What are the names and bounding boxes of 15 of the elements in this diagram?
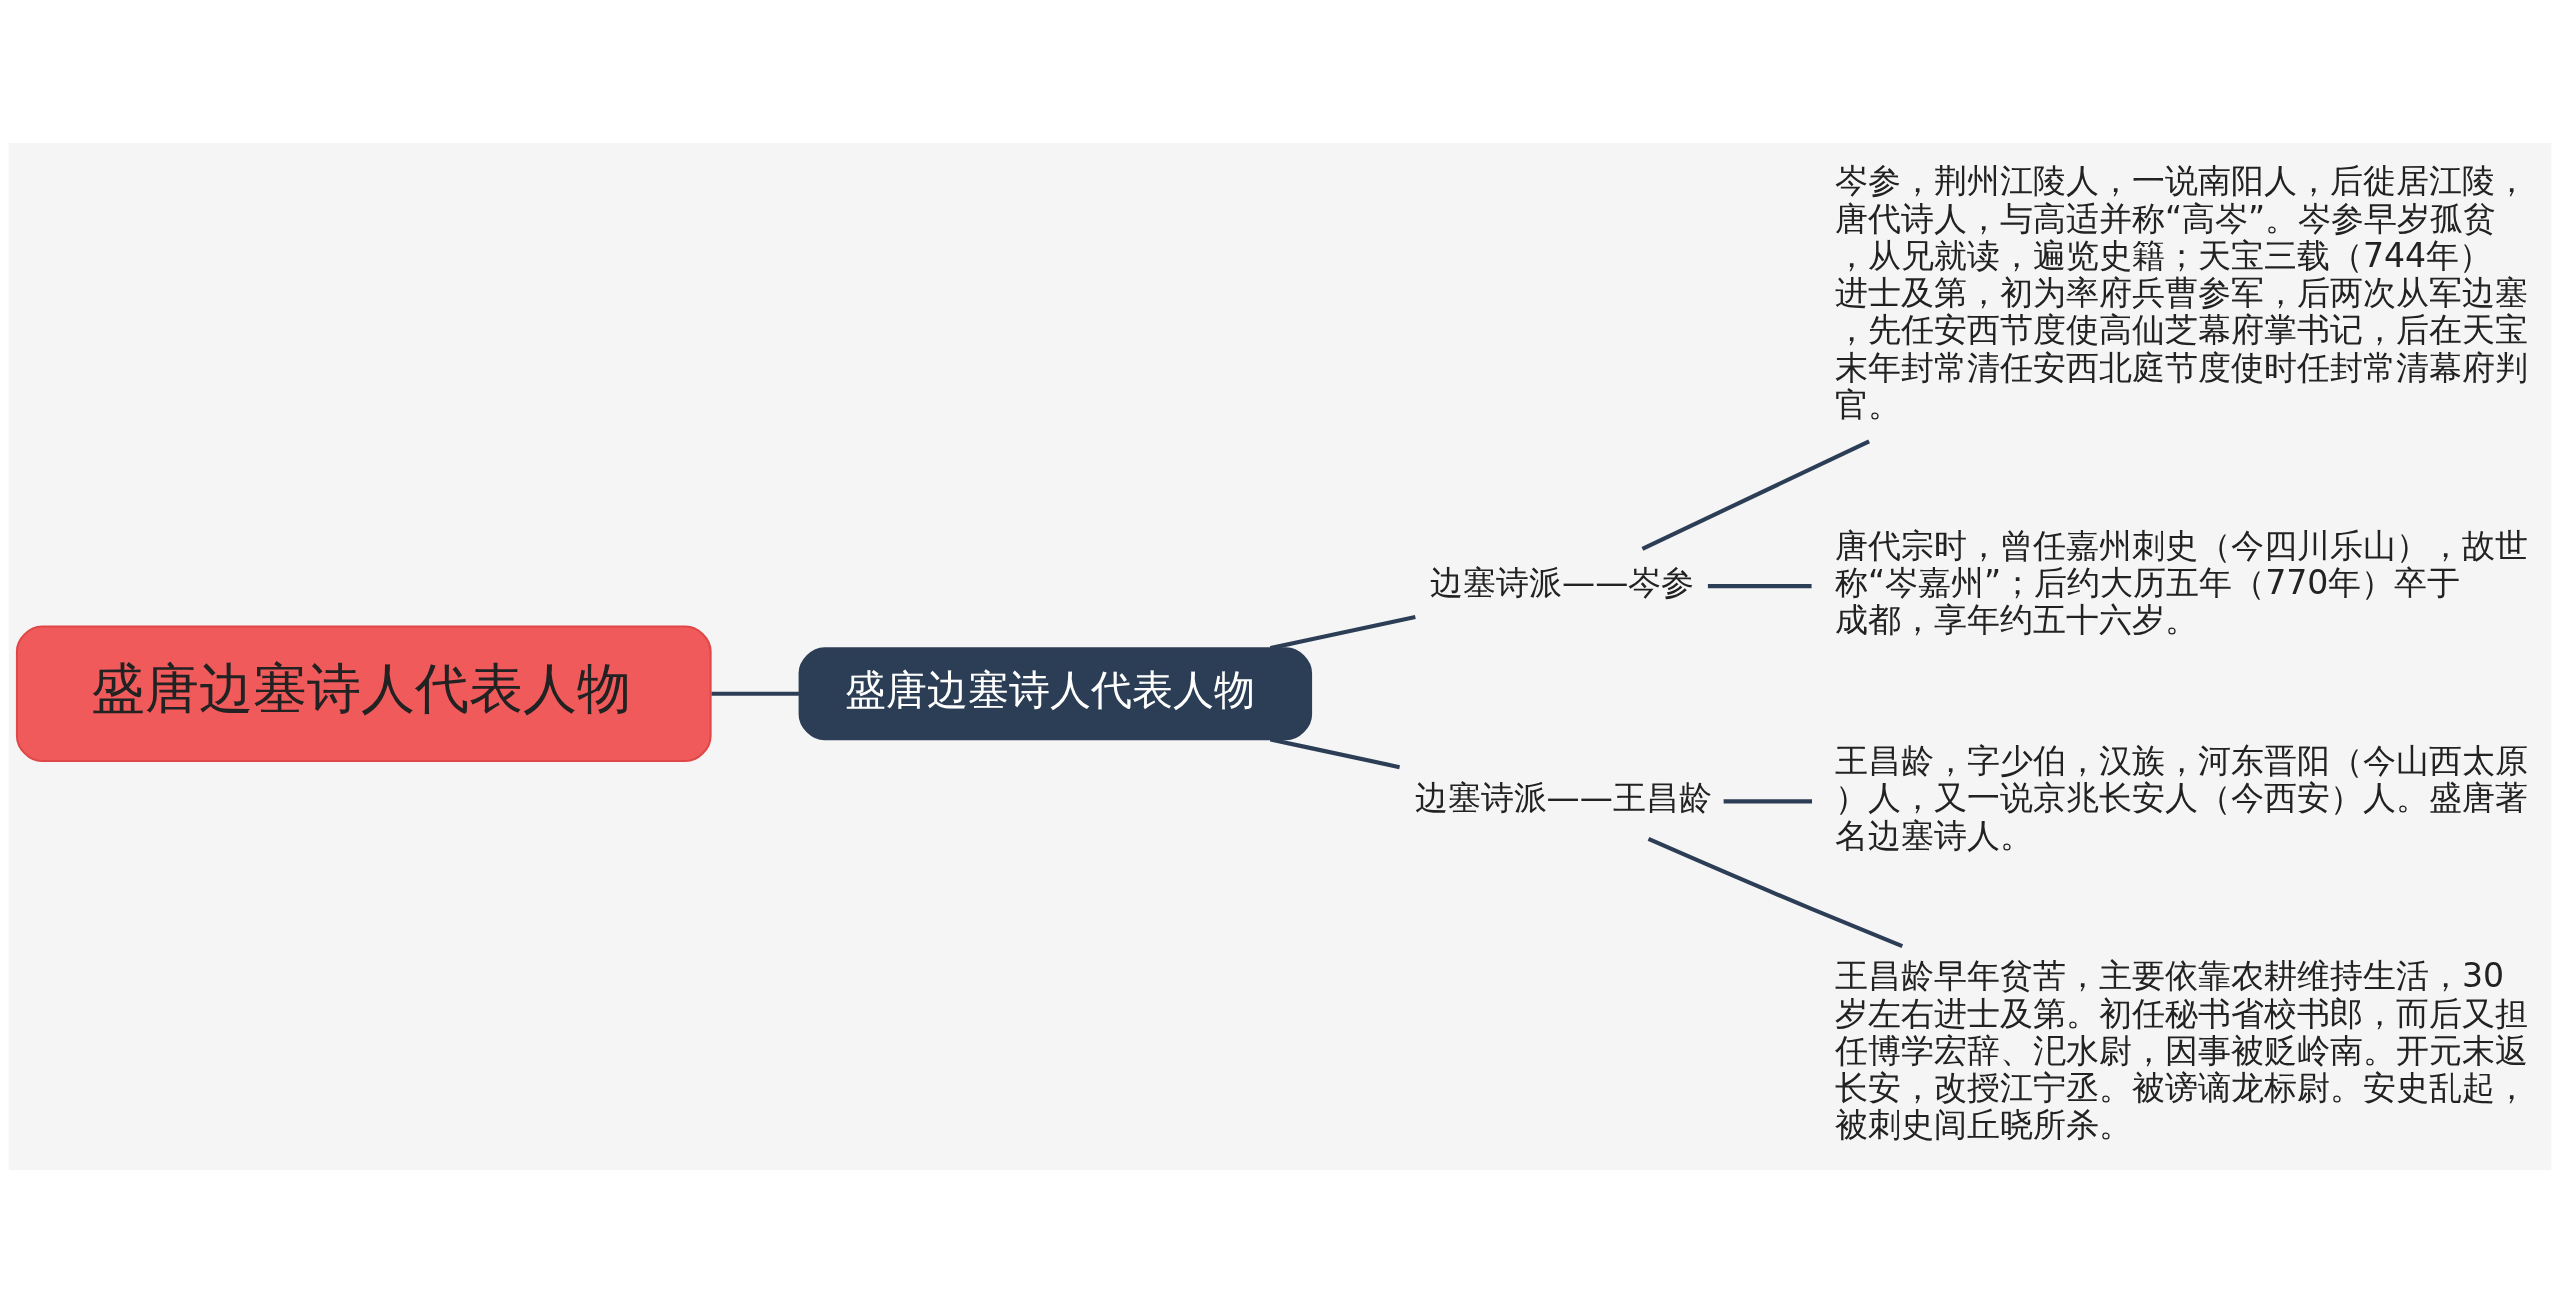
node-text: 边塞诗派——王昌龄 (1414, 778, 1712, 818)
connector (1269, 615, 1416, 651)
connector (1723, 799, 1812, 804)
node-text: 岑参，荆州江陵人，一说南阳人，后徙居江陵，唐代诗人，与高适并称“高岑”。岑参早岁孤贫，从兄就读，遍览史籍；天宝三载（744年）进士及第，初为率府兵曹参军，后两次从军边塞，先任安西节度使高仙芝幕府掌书记，后在天宝末年封常清任安西北庭节度使时任封常清幕府判官。 (1834, 161, 2528, 424)
node-text: 唐代宗时，曾任嘉州刺史（今四川乐山），故世称“岑嘉州”；后约大历五年（770年）卒于成都，享年约五十六岁。 (1834, 525, 2528, 640)
node-text: 王昌龄早年贫苦，主要依靠农耕维持生活，30岁左右进士及第。初任秘书省校书郎，而后又担任博学宏辞、汜水尉，因事被贬岭南。开元末返长安，改授江宁丞。被谤谪龙标尉。安史乱起，被刺史闾丘晓所杀。 (1834, 956, 2528, 1145)
connector (1707, 584, 1812, 589)
node-text: 王昌龄，字少伯，汉族，河东晋阳（今山西太原）人，又一说京兆长安人（今西安）人。盛唐著名边塞诗人。 (1834, 741, 2528, 855)
connector (1641, 439, 1870, 551)
connector (711, 691, 799, 696)
connector (1269, 737, 1401, 770)
node-text: 边塞诗派——岑参 (1430, 562, 1695, 602)
connector (1647, 837, 1904, 948)
node-box: 盛唐边塞诗人代表人物 (798, 647, 1313, 741)
node-box: 盛唐边塞诗人代表人物 (15, 625, 712, 763)
